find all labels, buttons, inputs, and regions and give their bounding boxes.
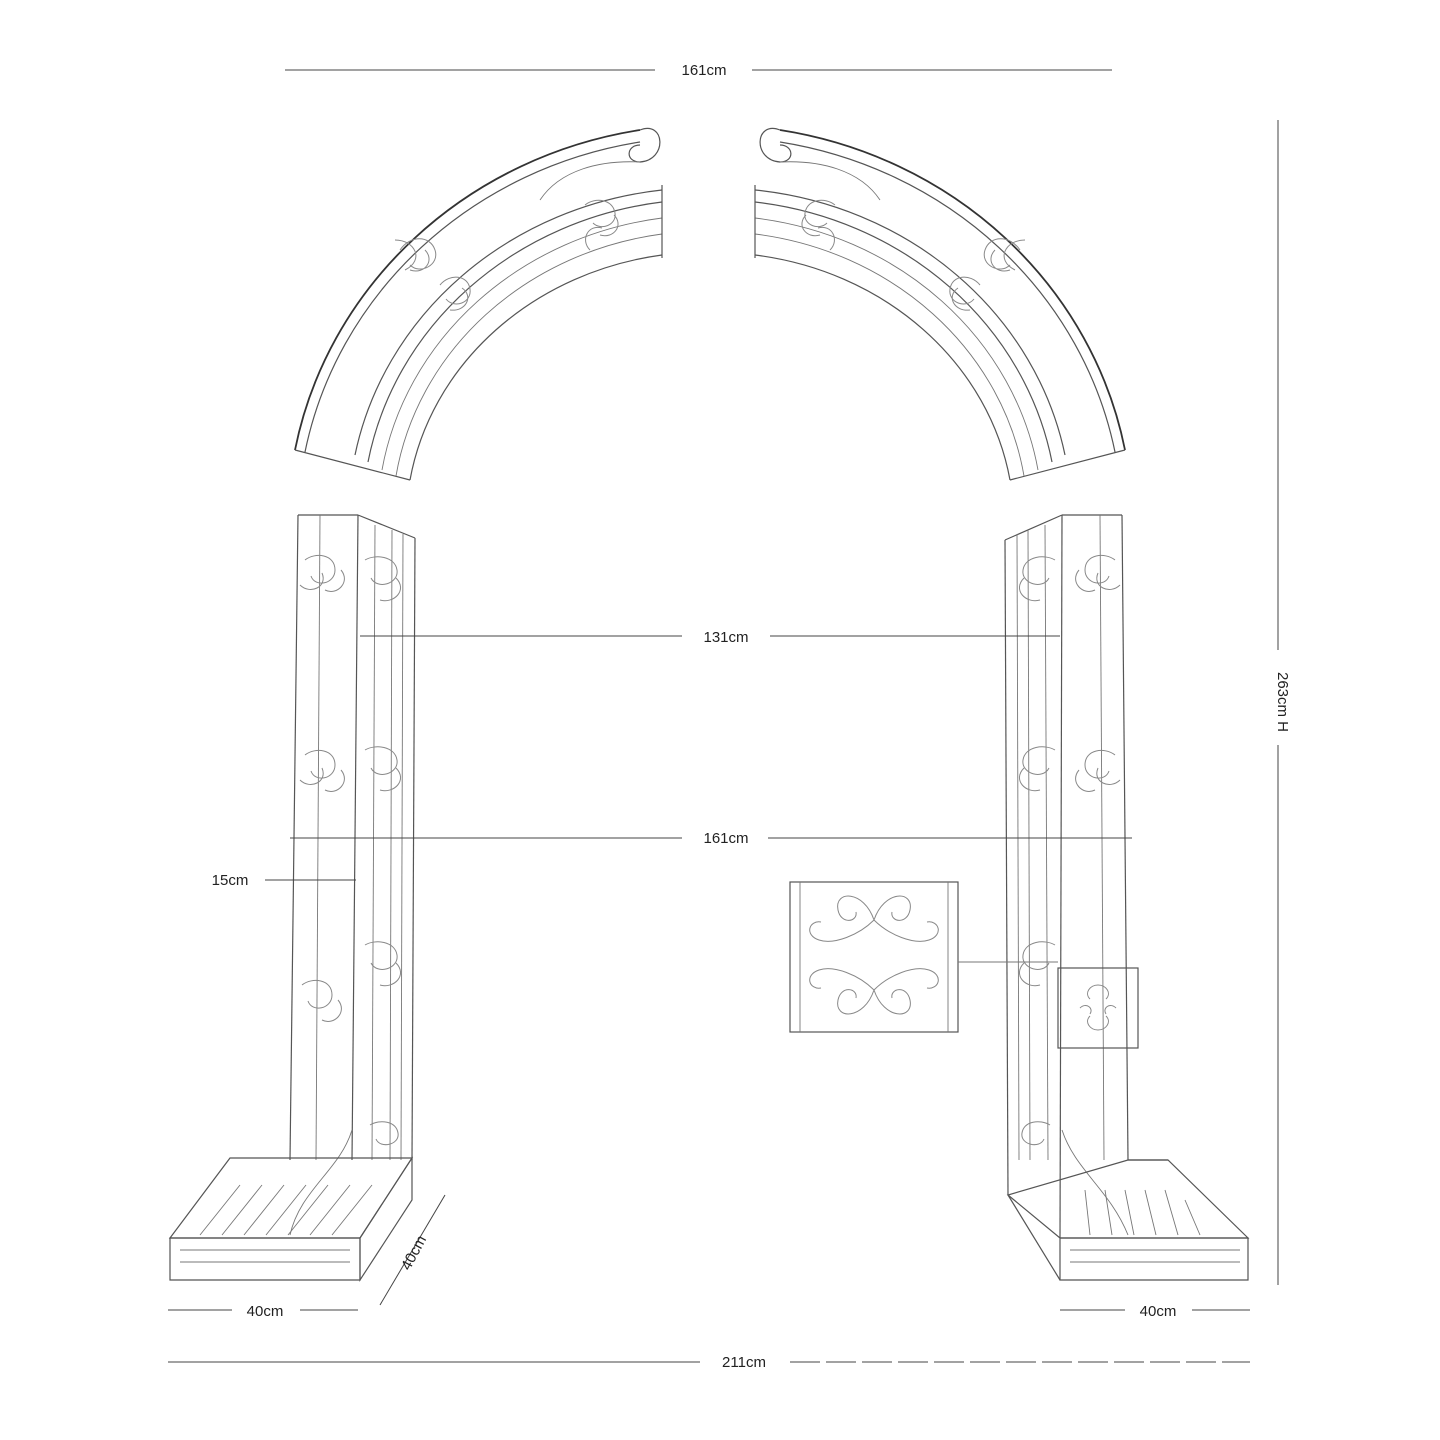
base-right-width-dimension: 40cm: [1060, 1303, 1250, 1320]
right-column: [1004, 514, 1139, 1239]
left-arch-half: [294, 127, 663, 481]
base-left-width-label: 40cm: [247, 1303, 284, 1320]
total-width-label: 211cm: [722, 1354, 766, 1371]
height-dimension: 263cm H: [1274, 120, 1291, 1285]
detail-callout-frame: [1057, 967, 1139, 1049]
top-width-dimension: 161cm: [285, 62, 1112, 79]
ornament-detail-inset: [789, 881, 1058, 1033]
mid-width-label: 161cm: [703, 830, 748, 847]
base-depth-label: 40cm: [398, 1233, 430, 1273]
inner-width-label: 131cm: [703, 629, 748, 646]
total-width-dimension: 211cm: [168, 1354, 1250, 1371]
inner-width-dimension: 131cm: [360, 629, 1060, 646]
left-base: [168, 1155, 414, 1283]
mid-width-dimension: 161cm: [290, 830, 1132, 847]
base-left-width-dimension: 40cm: [168, 1303, 358, 1320]
height-label: 263cm H: [1274, 672, 1291, 732]
right-arch-half: [754, 127, 1126, 481]
base-depth-dimension: 40cm: [379, 1194, 446, 1306]
left-column: [289, 514, 416, 1236]
right-base: [1006, 1159, 1250, 1281]
top-width-label: 161cm: [681, 62, 726, 79]
column-depth-dimension: 15cm: [212, 872, 356, 889]
base-right-width-label: 40cm: [1140, 1303, 1177, 1320]
column-depth-label: 15cm: [212, 872, 249, 889]
